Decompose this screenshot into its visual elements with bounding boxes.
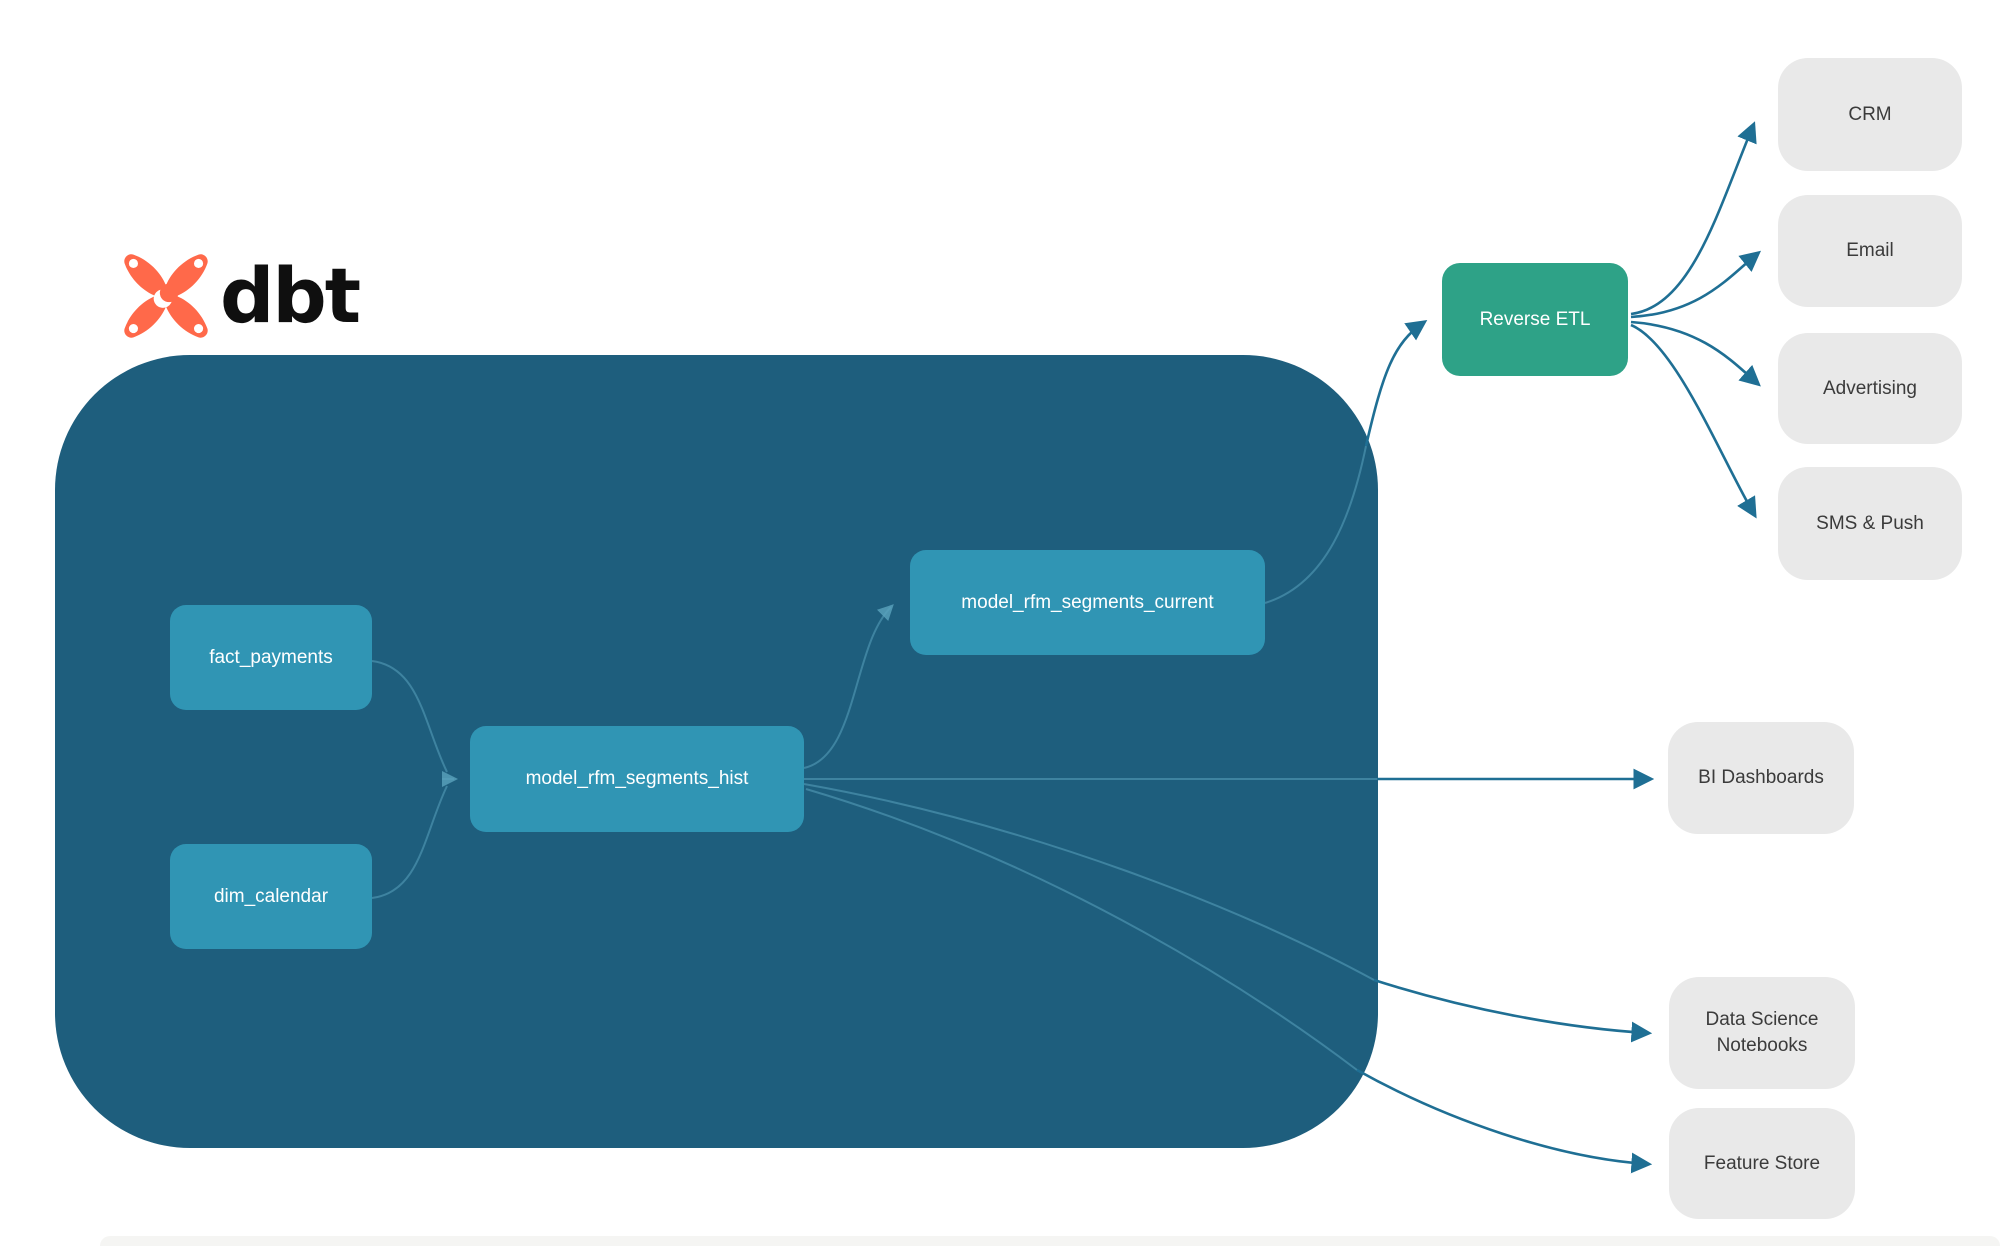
edge-reverse-etl-to-email <box>1630 250 1762 319</box>
node-advertising: Advertising <box>1778 333 1962 444</box>
logo-dot-tl <box>128 258 139 269</box>
logo-crescent-mask <box>159 283 179 303</box>
node-model-rfm-segments-current: model_rfm_segments_current <box>910 550 1265 655</box>
node-fact-payments: fact_payments <box>170 605 372 710</box>
logo-dot-tr <box>193 258 204 269</box>
logo-dot-br <box>193 323 204 334</box>
bottom-sheet-edge <box>100 1236 2000 1246</box>
dbt-wordmark: dbt <box>220 251 361 340</box>
dbt-logo: dbt <box>122 251 361 340</box>
edge-reverse-etl-to-sms-push <box>1630 323 1757 519</box>
edge-reverse-etl-to-crm <box>1630 121 1757 316</box>
dbt-spark-icon <box>124 254 208 338</box>
node-model-rfm-segments-hist: model_rfm_segments_hist <box>470 726 804 832</box>
node-data-science-notebooks: Data Science Notebooks <box>1669 977 1855 1089</box>
node-email: Email <box>1778 195 1962 307</box>
node-crm: CRM <box>1778 58 1962 171</box>
node-bi-dashboards: BI Dashboards <box>1668 722 1854 834</box>
edge-current-to-reverse-etl <box>1364 320 1428 447</box>
logo-dot-bl <box>128 323 139 334</box>
node-feature-store: Feature Store <box>1669 1108 1855 1219</box>
edge-hist-to-notebooks <box>1373 978 1653 1043</box>
edge-reverse-etl-to-advertising <box>1630 320 1761 387</box>
edge-hist-to-feature-store <box>1356 1068 1653 1174</box>
node-dim-calendar: dim_calendar <box>170 844 372 949</box>
node-sms-push: SMS & Push <box>1778 467 1962 580</box>
node-reverse-etl: Reverse ETL <box>1442 263 1628 376</box>
